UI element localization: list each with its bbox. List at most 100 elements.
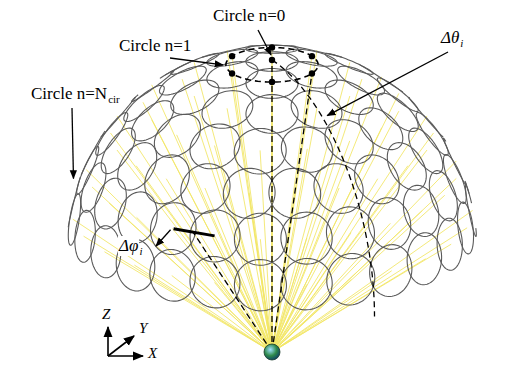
ray-line (260, 239, 272, 352)
field-circle (77, 146, 99, 194)
ray-line (214, 282, 272, 352)
ray-line (272, 179, 378, 352)
field-circle (96, 113, 128, 156)
ray-line (137, 217, 272, 352)
ray-line (143, 102, 272, 352)
ray-line (272, 210, 473, 352)
field-circle (416, 113, 448, 156)
ray-line (272, 228, 467, 352)
ray-line (272, 96, 350, 352)
field-circle (325, 53, 373, 74)
field-circle (443, 155, 466, 204)
ray-line (117, 116, 272, 352)
ray-line (260, 150, 272, 352)
leader-arrow (258, 30, 271, 55)
ray-line (172, 228, 272, 352)
ray-line (136, 166, 272, 352)
field-circle (465, 185, 476, 236)
field-circle (325, 120, 373, 164)
centre-dot (309, 70, 315, 76)
ray-line (172, 276, 272, 352)
centre-dot (269, 79, 275, 85)
globe-symbol (264, 344, 280, 360)
ray-line (272, 133, 434, 352)
field-circle (181, 164, 230, 214)
field-circle (407, 233, 441, 285)
field-circle (458, 202, 474, 254)
field-circle (325, 80, 373, 114)
field-circle (409, 128, 443, 173)
field-circle (314, 164, 363, 214)
field-circle (150, 203, 196, 255)
field-circle (281, 259, 332, 310)
field-circle (190, 124, 240, 169)
field-circle (377, 78, 418, 112)
leader-arrow (156, 230, 171, 246)
ray-line (272, 178, 456, 352)
leader-arrow (327, 52, 448, 116)
field-circle (101, 128, 135, 173)
ray-line (272, 150, 427, 352)
ray-line (272, 166, 408, 352)
field-circle (327, 253, 375, 305)
ray-line (272, 244, 451, 352)
field-circle (355, 155, 400, 204)
field-circle (190, 256, 240, 307)
field-circle (234, 260, 286, 311)
circle-label: Circle n=N (30, 84, 108, 104)
centre-dot (269, 57, 275, 63)
ray-line (73, 219, 272, 352)
field-circle (132, 71, 174, 102)
ray-line (272, 279, 351, 352)
field-circle (160, 61, 194, 79)
x-axis (108, 355, 143, 357)
field-circle (291, 91, 342, 129)
field-circle (202, 91, 253, 129)
axis-label: X (147, 345, 158, 362)
field-circle (377, 93, 418, 131)
field-circle (465, 182, 471, 203)
field-circle (190, 210, 240, 262)
field-circle (223, 168, 275, 218)
axis-label: Y (138, 320, 148, 337)
delta-phi-mark (174, 229, 215, 236)
field-circle (387, 143, 426, 190)
subscript: cir (107, 93, 121, 106)
radial-dashed (272, 73, 312, 352)
field-circle (403, 185, 438, 236)
field-circle (326, 207, 374, 259)
ray-line (272, 195, 445, 352)
centre-dot (229, 53, 235, 59)
circle-label: Circle n=0 (212, 6, 286, 26)
dashed-group (174, 44, 375, 352)
radial-dashed (271, 60, 272, 352)
leader-arrow (170, 58, 223, 65)
radial-dashed (193, 233, 272, 352)
angle-label: Δθ (440, 28, 460, 48)
axis-label: Z (101, 306, 111, 323)
field-circle (370, 245, 412, 297)
ray-line (272, 62, 350, 352)
subscript: i (459, 37, 464, 50)
centre-dot (229, 70, 235, 76)
ray-line (117, 150, 272, 352)
field-circle (75, 210, 96, 262)
angle-label: Δφ (118, 236, 139, 256)
field-circle (202, 46, 253, 57)
centre-dot (269, 44, 275, 50)
leader-arrow (72, 108, 73, 178)
field-circle (429, 171, 457, 221)
field-circle (286, 62, 337, 88)
ray-line (272, 116, 427, 352)
ray-line (92, 187, 272, 352)
ray-line (272, 238, 307, 352)
field-circle (368, 198, 411, 250)
field-circle (246, 68, 298, 98)
y-axis (108, 336, 134, 356)
ray-line (104, 252, 272, 352)
z-axis (107, 327, 109, 356)
ray-line (109, 203, 272, 352)
field-circle (150, 249, 195, 301)
